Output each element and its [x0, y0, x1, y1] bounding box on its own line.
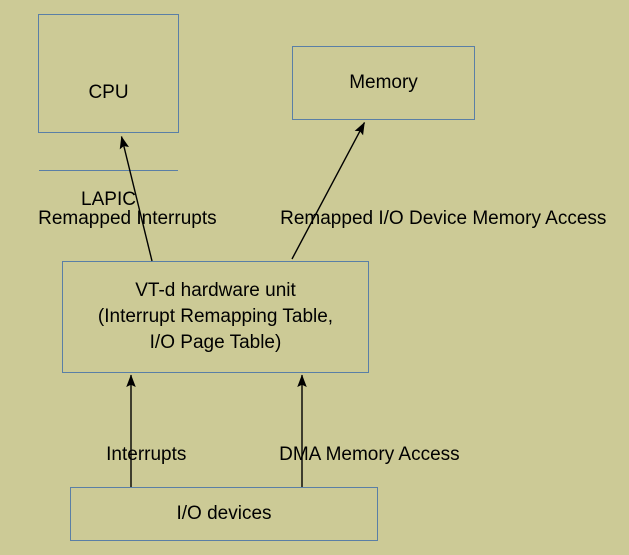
node-cpu: CPU — [39, 63, 178, 122]
node-vtd-line-2: (Interrupt Remapping Table, — [97, 306, 334, 327]
edge-label-remapped-io-device-memory-access: Remapped I/O Device Memory Access — [259, 186, 606, 252]
edge-label-interrupts-text: Interrupts — [106, 444, 187, 465]
node-vtd-line-3: I/O Page Table) — [149, 332, 282, 353]
edge-label-interrupts: Interrupts — [85, 422, 186, 488]
node-memory-label: Memory — [349, 72, 418, 93]
node-io-devices-label: I/O devices — [176, 503, 272, 524]
edge-label-dma-memory-access: DMA Memory Access — [258, 422, 460, 488]
edge-label-remapped-io-device-memory-access-text: Remapped I/O Device Memory Access — [280, 208, 607, 229]
node-io-devices: I/O devices — [70, 487, 378, 541]
node-vtd-hardware-unit: VT-d hardware unit (Interrupt Remapping … — [62, 261, 369, 373]
node-cpu-lapic: CPU LAPIC — [38, 14, 179, 210]
node-vtd-line-1: VT-d hardware unit — [135, 280, 296, 301]
node-memory: Memory — [292, 46, 475, 120]
edge-label-dma-memory-access-text: DMA Memory Access — [279, 444, 460, 465]
edge-label-remapped-interrupts: Remapped Interrupts — [17, 186, 217, 252]
node-cpu-label: CPU — [88, 81, 129, 103]
edge-label-remapped-interrupts-text: Remapped Interrupts — [38, 208, 217, 229]
